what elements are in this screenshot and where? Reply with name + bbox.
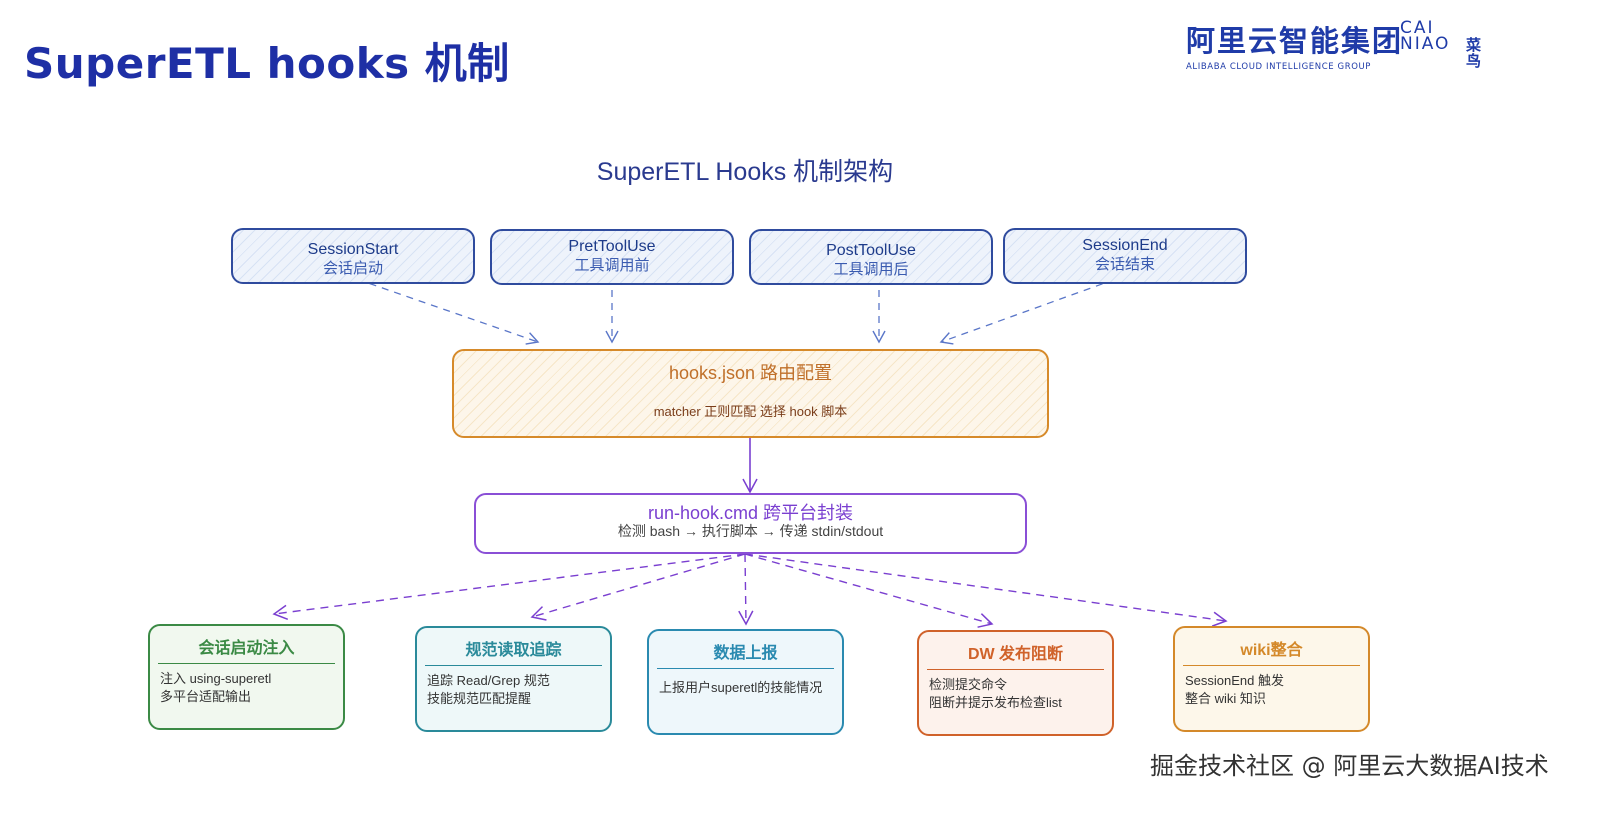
event-post-tool-use-sub: 工具调用后 [833, 261, 909, 278]
outcome-spec-tracking-divider [425, 665, 602, 666]
router-desc: matcher 正则匹配 选择 hook 脚本 [653, 404, 848, 419]
cainiao-logo-bottom: NIAO [1400, 34, 1451, 54]
event-session-end: SessionEnd 会话结束 [1003, 228, 1247, 284]
cainiao-logo: CAI NIAO 菜鸟 [1400, 18, 1481, 70]
outcome-session-inject-body: 注入 using-superetl 多平台适配输出 [150, 670, 343, 706]
outcome-spec-tracking-body: 追踪 Read/Grep 规范 技能规范匹配提醒 [417, 672, 610, 708]
outcome-dw-block-divider [927, 669, 1104, 670]
outcome-spec-tracking-title: 规范读取追踪 [465, 642, 562, 659]
outcome-dw-block-title: DW 发布阻断 [967, 646, 1064, 663]
outcome-data-report-body: 上报用户superetl的技能情况 [649, 679, 842, 697]
event-session-start-name: SessionStart [307, 241, 399, 258]
diagram-title: SuperETL Hooks 机制架构 [596, 158, 894, 186]
outcome-wiki-body: SessionEnd 触发 整合 wiki 知识 [1175, 672, 1368, 708]
outcome-session-inject: 会话启动注入 注入 using-superetl 多平台适配输出 [148, 624, 345, 730]
arrow-runner-wiki [744, 553, 1228, 627]
outcome-wiki-title: wiki整合 [1240, 642, 1303, 659]
outcome-wiki: wiki整合 SessionEnd 触发 整合 wiki 知识 [1173, 626, 1370, 732]
outcome-session-inject-line-1: 注入 using-superetl [160, 671, 272, 686]
event-pre-tool-use-name: PretToolUse [568, 238, 656, 255]
outcome-data-report-title: 数据上报 [713, 645, 778, 662]
outcome-data-report: 数据上报 上报用户superetl的技能情况 [647, 629, 844, 735]
alibaba-logo-en: ALIBABA CLOUD INTELLIGENCE GROUP [1186, 62, 1372, 72]
event-session-end-sub: 会话结束 [1094, 256, 1155, 273]
outcome-session-inject-line-2: 多平台适配输出 [160, 689, 252, 704]
arrow-sessionend-router [939, 274, 1128, 345]
event-session-end-name: SessionEnd [1082, 237, 1168, 254]
outcome-dw-block: DW 发布阻断 检测提交命令 阻断并提示发布检查list [917, 630, 1114, 736]
run-hook-cmd-wrapper: run-hook.cmd 跨平台封装 检测 bash → 执行脚本 → 传递 s… [474, 493, 1027, 554]
slide-title: SuperETL hooks 机制 [24, 39, 510, 88]
event-pre-tool-use-sub: 工具调用前 [574, 257, 650, 274]
event-post-tool-use-name: PostToolUse [826, 242, 916, 259]
outcome-data-report-divider [657, 668, 834, 669]
outcome-session-inject-divider [158, 663, 335, 664]
outcome-session-inject-title: 会话启动注入 [198, 640, 295, 657]
arrow-runner-dw-block [744, 553, 994, 628]
event-session-start-sub: 会话启动 [322, 260, 383, 277]
outcome-data-report-line-1: 上报用户superetl的技能情况 [659, 680, 823, 695]
outcome-dw-block-body: 检测提交命令 阻断并提示发布检查list [919, 676, 1112, 712]
router-title: hooks.json 路由配置 [668, 363, 833, 383]
outcome-spec-tracking: 规范读取追踪 追踪 Read/Grep 规范 技能规范匹配提醒 [415, 626, 612, 732]
hooks-json-router: hooks.json 路由配置 matcher 正则匹配 选择 hook 脚本 [452, 349, 1049, 438]
outcome-wiki-divider [1183, 665, 1360, 666]
arrow-runner-data-report [738, 553, 754, 626]
runner-desc: 检测 bash → 执行脚本 → 传递 stdin/stdout [617, 523, 884, 539]
outcome-spec-tracking-line-1: 追踪 Read/Grep 规范 [427, 673, 550, 688]
outcome-wiki-line-1: SessionEnd 触发 [1185, 673, 1284, 688]
event-session-start: SessionStart 会话启动 [231, 228, 475, 284]
cainiao-logo-cn: 菜鸟 [1466, 36, 1482, 70]
watermark: 掘金技术社区 @ 阿里云大数据AI技术 [1150, 752, 1549, 780]
alibaba-cloud-logo: 阿里云智能集团 ALIBABA CLOUD INTELLIGENCE GROUP [1186, 18, 1403, 72]
outcome-spec-tracking-line-2: 技能规范匹配提醒 [427, 691, 532, 706]
cainiao-logo-top: CAI [1400, 18, 1435, 38]
alibaba-logo-cn: 阿里云智能集团 [1186, 24, 1404, 58]
outcome-dw-block-line-1: 检测提交命令 [929, 677, 1008, 692]
event-post-tool-use: PostToolUse 工具调用后 [749, 229, 993, 285]
outcome-dw-block-line-2: 阻断并提示发布检查list [929, 695, 1062, 710]
arrow-sessionstart-router [344, 274, 540, 345]
arrow-runner-session-inject [272, 553, 746, 621]
runner-title: run-hook.cmd 跨平台封装 [647, 503, 854, 523]
arrow-runner-spec-tracking [530, 553, 746, 621]
outcome-wiki-line-2: 整合 wiki 知识 [1185, 691, 1266, 706]
event-pre-tool-use: PretToolUse 工具调用前 [490, 229, 734, 285]
